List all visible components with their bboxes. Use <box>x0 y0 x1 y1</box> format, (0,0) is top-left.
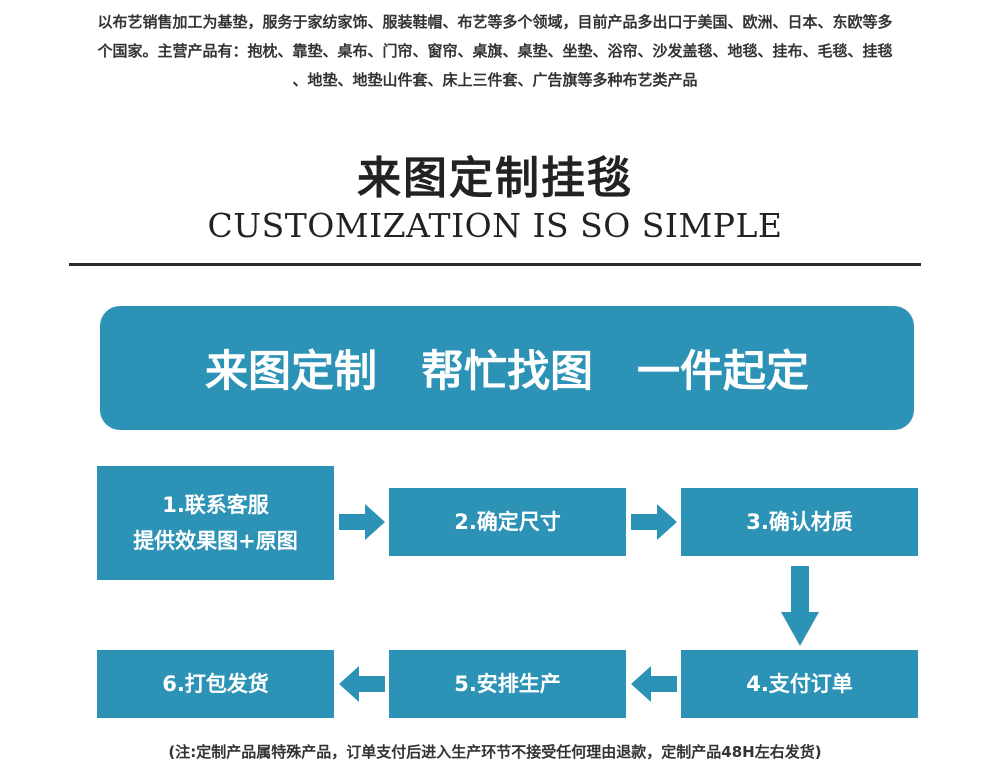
step-contact-service: 1.联系客服 提供效果图+原图 <box>97 466 334 580</box>
step-sublabel: 提供效果图+原图 <box>133 529 298 553</box>
page-title: 来图定制挂毯 <box>357 153 633 204</box>
arrow-left-icon <box>631 666 677 702</box>
step-confirm-material: 3.确认材质 <box>681 488 918 556</box>
arrow-left-icon <box>339 666 385 702</box>
step-label: 2.确定尺寸 <box>454 510 561 534</box>
step-arrange-production: 5.安排生产 <box>389 650 626 718</box>
step-confirm-size: 2.确定尺寸 <box>389 488 626 556</box>
step-label: 6.打包发货 <box>162 672 269 696</box>
arrow-down-icon <box>781 566 819 646</box>
banner-item: 帮忙找图 <box>421 347 593 397</box>
step-label: 4.支付订单 <box>746 672 853 696</box>
step-label: 1.联系客服 <box>162 493 269 517</box>
step-label: 5.安排生产 <box>454 672 561 696</box>
title-divider <box>69 263 921 266</box>
step-pack-ship: 6.打包发货 <box>97 650 334 718</box>
intro-line: 个国家。主营产品有：抱枕、靠垫、桌布、门帘、窗帘、桌旗、桌垫、坐垫、浴帘、沙发盖… <box>97 42 893 60</box>
intro-line: 、地垫、地垫山件套、床上三件套、广告旗等多种布艺类产品 <box>292 71 698 89</box>
arrow-right-icon <box>631 504 677 540</box>
feature-banner: 来图定制 帮忙找图 一件起定 <box>100 306 914 430</box>
step-label: 3.确认材质 <box>746 510 853 534</box>
banner-item: 一件起定 <box>637 347 809 397</box>
arrow-right-icon <box>339 504 385 540</box>
step-pay-order: 4.支付订单 <box>681 650 918 718</box>
page-subtitle: CUSTOMIZATION IS SO SIMPLE <box>207 206 783 245</box>
footnote: (注:定制产品属特殊产品，订单支付后进入生产环节不接受任何理由退款，定制产品48… <box>168 743 822 761</box>
intro-text: 以布艺销售加工为基垫，服务于家纺家饰、服装鞋帽、布艺等多个领域，目前产品多出口于… <box>14 8 976 95</box>
banner-item: 来图定制 <box>205 347 377 397</box>
intro-line: 以布艺销售加工为基垫，服务于家纺家饰、服装鞋帽、布艺等多个领域，目前产品多出口于… <box>97 13 893 31</box>
